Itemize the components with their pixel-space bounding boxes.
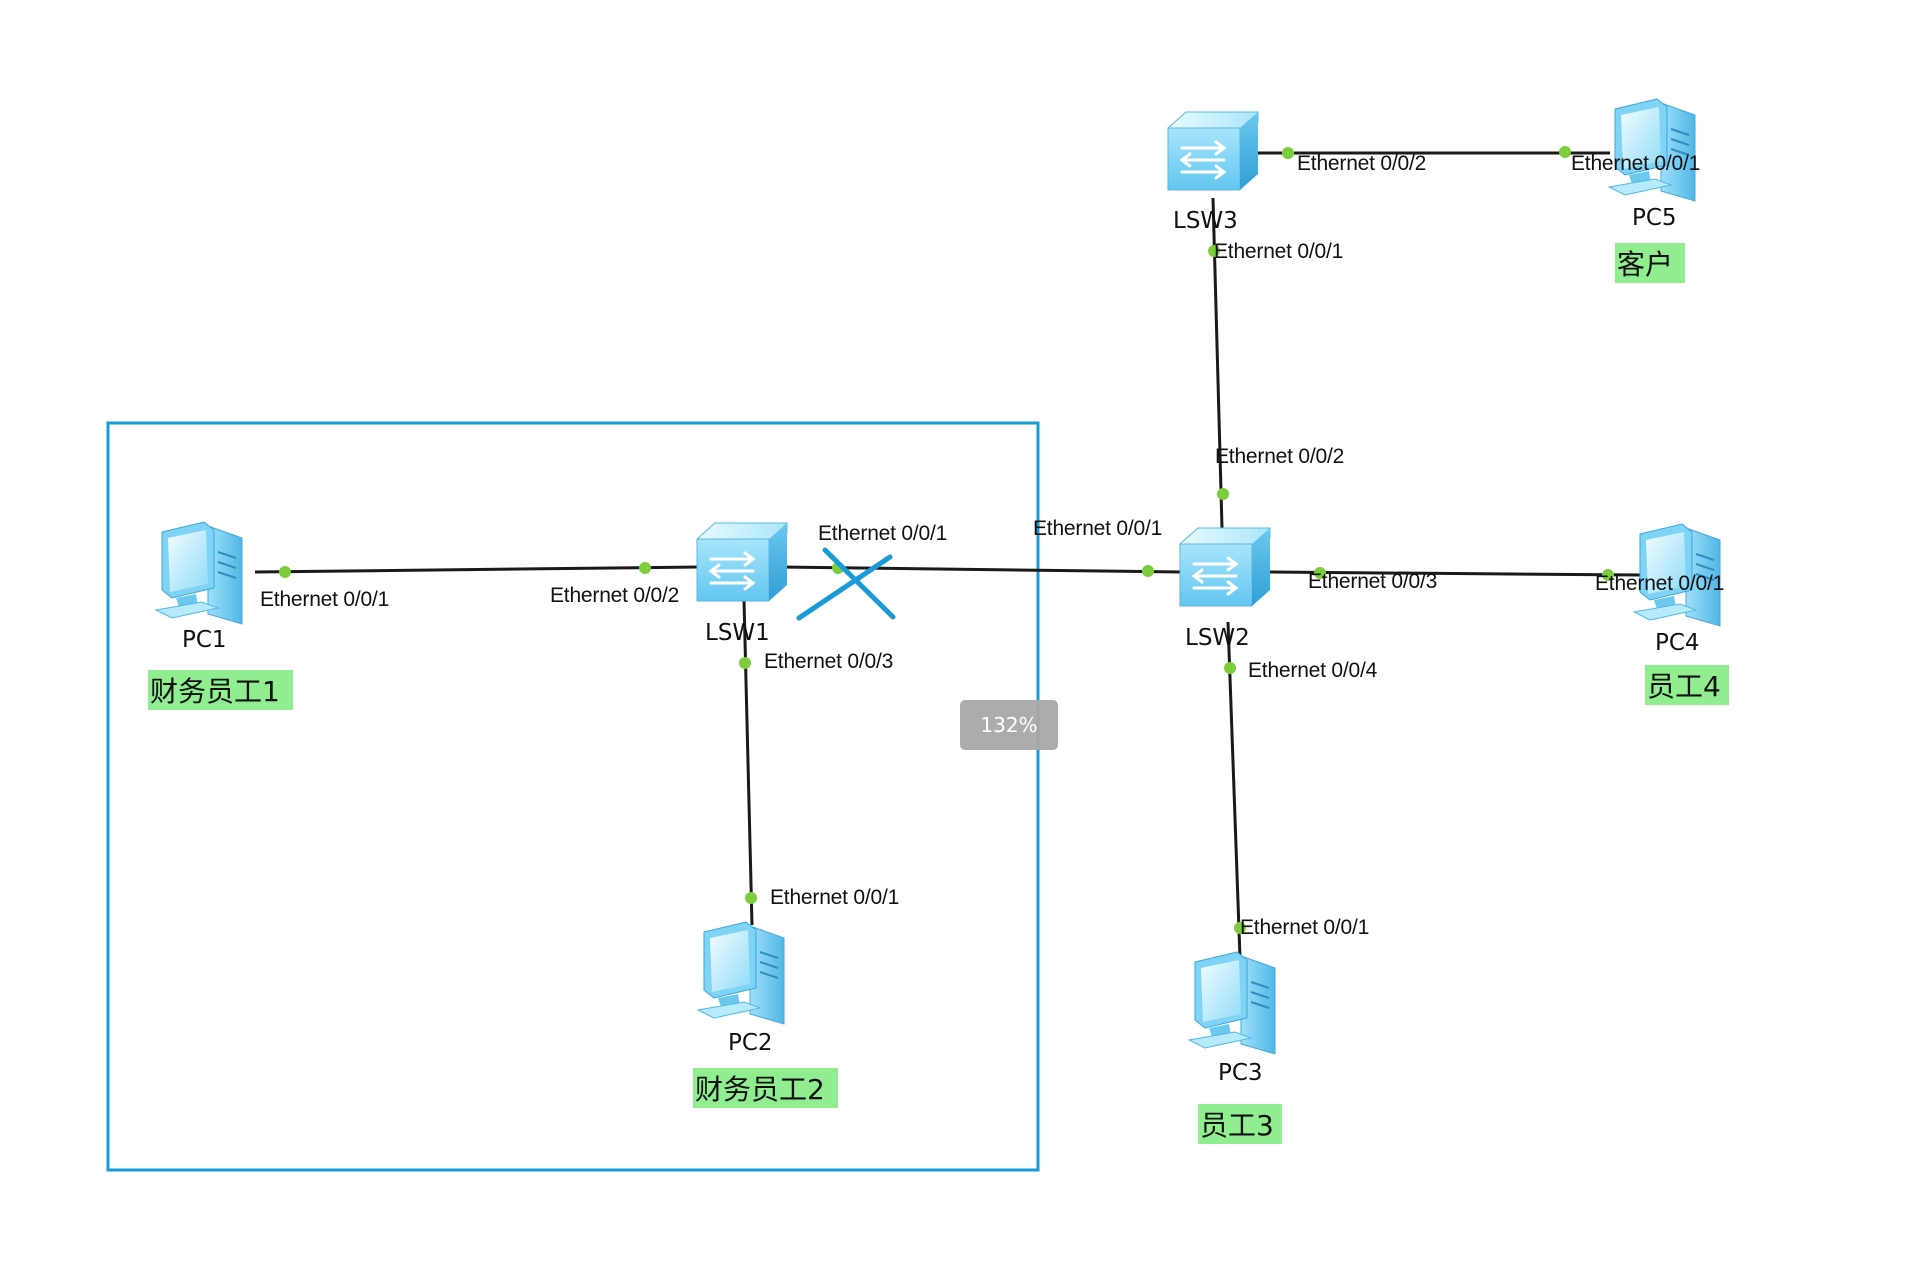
- port-dot: [1602, 569, 1614, 581]
- link-lsw1-pc2[interactable]: [742, 599, 754, 926]
- device-label: PC3: [1218, 1060, 1263, 1086]
- pc-icon: [696, 921, 785, 1025]
- device-label: PC4: [1655, 630, 1700, 656]
- port-dot: [1559, 146, 1571, 158]
- port-dot: [1282, 147, 1294, 159]
- pc-pc2[interactable]: [696, 921, 785, 1025]
- svg-text:132%: 132%: [980, 713, 1037, 737]
- pc-pc3[interactable]: [1187, 951, 1276, 1055]
- port-label: Ethernet 0/0/1: [1595, 572, 1724, 595]
- note-pc1[interactable]: 财务员工1: [148, 670, 293, 710]
- port-label: Ethernet 0/0/2: [550, 584, 679, 607]
- port-label: Ethernet 0/0/2: [1297, 152, 1426, 175]
- svg-text:员工3: 员工3: [1200, 1109, 1274, 1142]
- port-dot: [1208, 245, 1220, 257]
- device-label: LSW3: [1173, 208, 1238, 234]
- device-notes: 财务员工1 财务员工2 员工3 员工4 客户: [148, 243, 1729, 1144]
- link-pc1-lsw1[interactable]: [254, 565, 701, 574]
- port-dot: [1234, 922, 1246, 934]
- pc-icon: [1187, 951, 1276, 1055]
- port-label: Ethernet 0/0/1: [1240, 916, 1369, 939]
- port-label: Ethernet 0/0/1: [770, 886, 899, 909]
- port-label: Ethernet 0/0/1: [1571, 152, 1700, 175]
- switch-lsw2[interactable]: [1179, 527, 1271, 607]
- port-dot: [745, 892, 757, 904]
- port-label: Ethernet 0/0/3: [764, 650, 893, 673]
- port-label: Ethernet 0/0/2: [1215, 445, 1344, 468]
- port-dot: [1142, 565, 1154, 577]
- device-labels: LSW1 LSW2 LSW3 PC1 PC2 PC3 PC4 PC5: [182, 205, 1700, 1086]
- device-label: PC2: [728, 1030, 773, 1056]
- svg-text:财务员工2: 财务员工2: [695, 1073, 825, 1106]
- port-dot: [639, 562, 651, 574]
- port-dot: [739, 657, 751, 669]
- note-pc5[interactable]: 客户: [1615, 243, 1685, 283]
- port-dot: [1217, 488, 1229, 500]
- port-label: Ethernet 0/0/1: [1033, 517, 1162, 540]
- pc-pc1[interactable]: [154, 521, 243, 625]
- pc-icon: [154, 521, 243, 625]
- port-label: Ethernet 0/0/3: [1308, 570, 1437, 593]
- blocked-link-cross-icon: [796, 547, 896, 621]
- port-label: Ethernet 0/0/1: [818, 522, 947, 545]
- switch-lsw3[interactable]: [1167, 111, 1259, 191]
- port-dots: [279, 146, 1614, 934]
- device-label: PC1: [182, 627, 227, 653]
- pc-icon: [1607, 98, 1696, 202]
- link-lsw2-pc4[interactable]: [1264, 570, 1641, 577]
- link-lsw1-lsw2[interactable]: [779, 565, 1181, 574]
- note-pc2[interactable]: 财务员工2: [693, 1068, 838, 1108]
- link-lsw2-pc3[interactable]: [1226, 621, 1242, 959]
- note-pc4[interactable]: 员工4: [1645, 665, 1729, 705]
- port-labels: Ethernet 0/0/1 Ethernet 0/0/2 Ethernet 0…: [260, 152, 1724, 939]
- selection-box[interactable]: [106, 421, 1040, 1172]
- pc-pc4[interactable]: [1632, 523, 1721, 627]
- zoom-indicator: 132%: [960, 700, 1058, 750]
- device-label: PC5: [1632, 205, 1677, 231]
- pc-icon: [1632, 523, 1721, 627]
- port-dot: [1314, 567, 1326, 579]
- device-label: LSW2: [1185, 625, 1250, 651]
- note-pc3[interactable]: 员工3: [1198, 1104, 1282, 1144]
- port-label: Ethernet 0/0/4: [1248, 659, 1378, 682]
- port-dot: [1224, 662, 1236, 674]
- port-label: Ethernet 0/0/1: [260, 588, 389, 611]
- device-label: LSW1: [705, 620, 770, 646]
- port-label: Ethernet 0/0/1: [1214, 240, 1343, 263]
- svg-text:客户: 客户: [1617, 248, 1673, 281]
- svg-text:员工4: 员工4: [1647, 670, 1721, 703]
- links-layer: [254, 151, 1641, 959]
- svg-text:财务员工1: 财务员工1: [150, 675, 280, 708]
- pc-pc5[interactable]: [1607, 98, 1696, 202]
- switch-lsw1[interactable]: [696, 522, 788, 602]
- port-dot: [279, 566, 291, 578]
